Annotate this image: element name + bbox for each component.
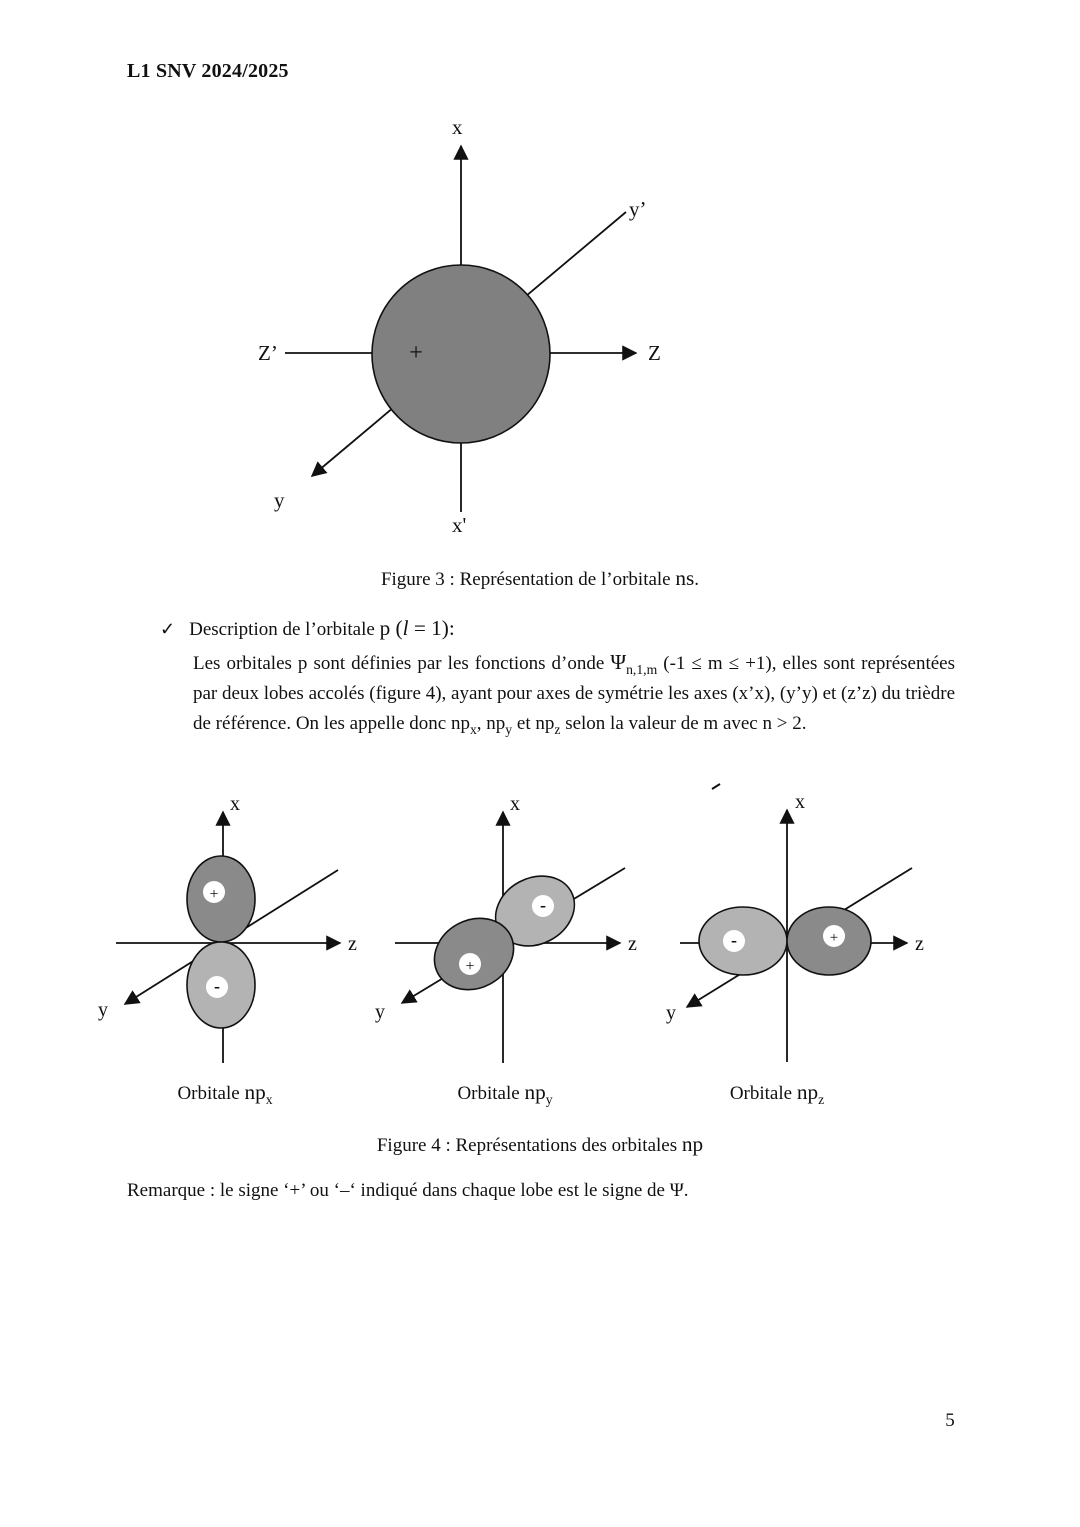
z-axis-label: z	[915, 933, 924, 955]
sign-badge	[823, 925, 845, 947]
z-axis-label: z	[628, 933, 637, 955]
z-axis-left-label: Z’	[258, 341, 278, 365]
x-axis-label: x	[230, 793, 240, 815]
sign-badge	[532, 895, 554, 917]
sign-badge	[723, 930, 745, 952]
minus-sign: -	[214, 976, 220, 996]
z-axis-label: z	[348, 933, 357, 955]
x-axis-bottom-label: x'	[452, 513, 466, 537]
y-axis-lower-label: y	[274, 488, 285, 512]
z-axis-right-label: Z	[648, 341, 661, 365]
minus-sign: -	[731, 930, 737, 950]
x-axis-top-label: x	[452, 115, 463, 139]
description-heading: ✓ Description de l’orbitale p (l = 1):	[160, 616, 455, 641]
description-paragraph: Les orbitales p sont définies par les fo…	[193, 650, 956, 737]
sign-badge	[206, 976, 228, 998]
figure3-ns-orbital-diagram: + x x' Z’ Z y’ y	[258, 115, 661, 537]
plus-sign: +	[465, 958, 474, 975]
x-axis-label: x	[510, 793, 520, 815]
page-number: 5	[945, 1410, 955, 1431]
plus-sign: +	[209, 886, 218, 903]
minus-sign: -	[540, 895, 546, 915]
nucleus-plus-sign: +	[409, 340, 423, 366]
sign-badge	[459, 953, 481, 975]
figure3-caption: Figure 3 : Représentation de l’orbitale …	[380, 566, 700, 590]
y-axis-label: y	[666, 1002, 676, 1024]
y-axis-label: y	[375, 1001, 385, 1023]
figure4-caption: Figure 4 : Représentations des orbitales…	[376, 1132, 704, 1156]
sign-badge	[203, 881, 225, 903]
remark-text: Remarque : le signe ‘+’ ou ‘–‘ indiqué d…	[127, 1180, 689, 1201]
ns-orbital-sphere	[371, 264, 551, 444]
y-axis-upper-label: y’	[629, 197, 647, 221]
npz-caption: Orbitale npz	[729, 1080, 825, 1107]
description-heading-text: Description de l’orbitale p (l = 1):	[189, 616, 455, 640]
plus-sign: +	[830, 930, 838, 946]
stray-mark	[711, 783, 721, 790]
checkmark-icon: ✓	[160, 619, 176, 639]
x-axis-label: x	[795, 791, 805, 813]
npy-orbital-diagram: - + x z y	[375, 793, 637, 1063]
page-title: L1 SNV 2024/2025	[127, 60, 289, 82]
npy-caption: Orbitale npy	[457, 1080, 553, 1107]
y-axis-label: y	[98, 999, 108, 1021]
npz-orbital-diagram: - + x z y	[666, 783, 924, 1062]
npx-orbital-diagram: + - x z y	[98, 793, 357, 1063]
npx-caption: Orbitale npx	[177, 1080, 273, 1107]
